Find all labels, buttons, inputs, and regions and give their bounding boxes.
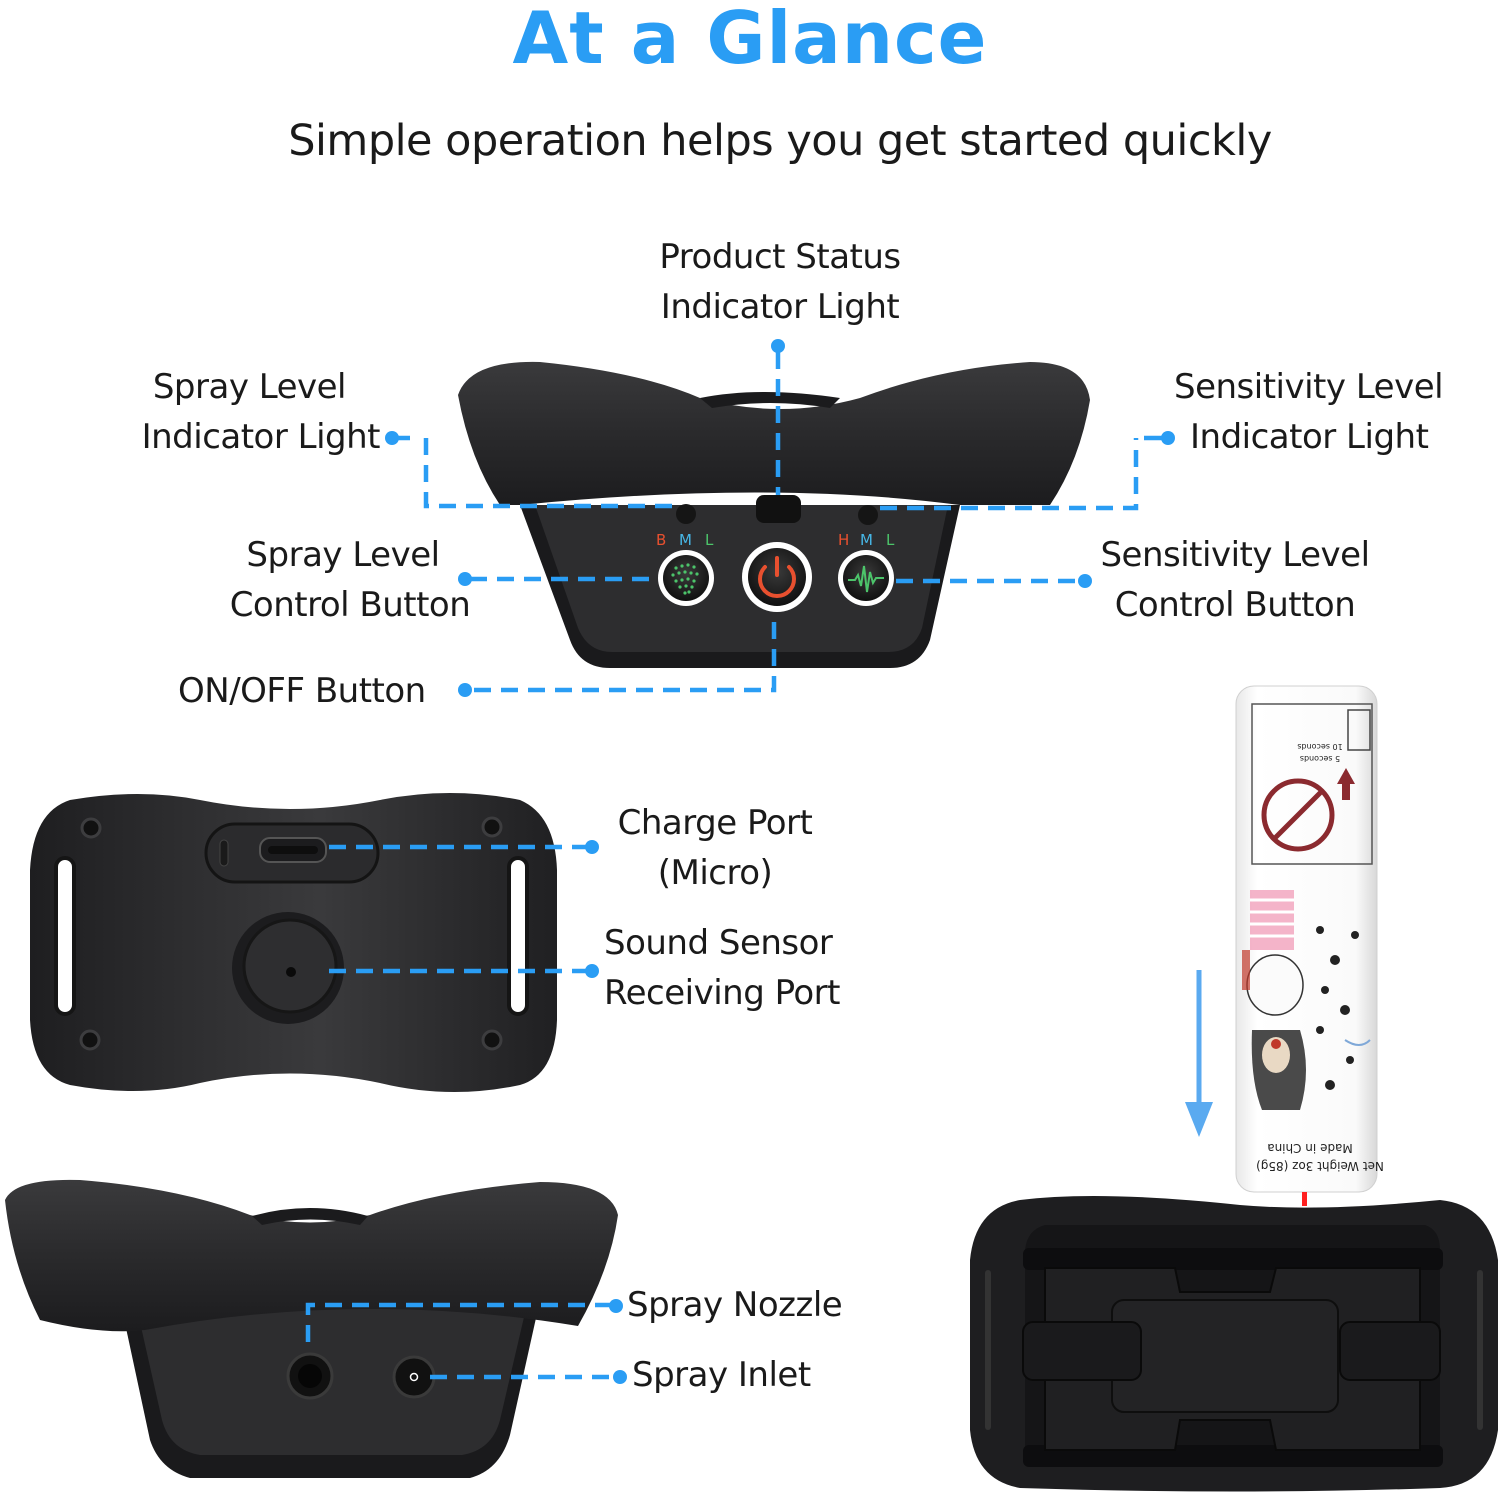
page-title: At a Glance	[512, 0, 988, 80]
callout-dots	[385, 339, 1175, 1384]
device-bottom-view	[970, 1196, 1498, 1492]
spray-level-b: B	[656, 531, 666, 549]
canister-origin-text: Made in China	[1267, 1141, 1353, 1155]
device-front-view: B M L H M L	[458, 361, 1090, 668]
spray-inlet	[392, 1355, 436, 1399]
svg-text:5 seconds: 5 seconds	[1300, 754, 1340, 763]
arrow-up-icon	[1337, 768, 1355, 800]
callout-sensitivity-level-control: Sensitivity Level Control Button	[1100, 535, 1370, 625]
spray-level-l: L	[705, 531, 714, 549]
power-icon	[758, 565, 796, 599]
spray-nozzle	[286, 1352, 334, 1400]
prohibited-icon	[1261, 778, 1335, 852]
callout-spray-inlet: Spray Inlet	[632, 1355, 811, 1395]
waveform-icon	[848, 565, 884, 593]
device-spray-side-view	[5, 1179, 618, 1478]
svg-text:10 seconds: 10 seconds	[1297, 742, 1342, 751]
sens-level-l: L	[886, 531, 895, 549]
arrow-down-icon	[1185, 970, 1213, 1137]
callout-charge-port: Charge Port (Micro)	[617, 803, 813, 893]
callout-sound-sensor: Sound Sensor Receiving Port	[604, 923, 840, 1013]
sens-level-h: H	[838, 531, 849, 549]
sound-sensor-port	[232, 912, 344, 1024]
callout-sensitivity-level-indicator: Sensitivity Level Indicator Light	[1174, 367, 1444, 457]
page-subtitle: Simple operation helps you get started q…	[288, 116, 1272, 166]
callout-lines	[305, 352, 1139, 1380]
spray-level-m: M	[679, 531, 692, 549]
callout-spray-level-control: Spray Level Control Button	[229, 535, 471, 625]
callout-spray-level-indicator: Spray Level Indicator Light	[141, 367, 381, 457]
spray-refill-canister: Net Weight 3oz (85g) Made in China 5 sec…	[1235, 685, 1384, 1206]
device-back-view	[30, 793, 557, 1093]
callout-spray-nozzle: Spray Nozzle	[627, 1285, 843, 1325]
callout-on-off: ON/OFF Button	[178, 671, 426, 711]
spray-level-control-button[interactable]	[658, 550, 714, 606]
sensitivity-level-control-button[interactable]	[838, 550, 894, 606]
canister-weight-text: Net Weight 3oz (85g)	[1256, 1159, 1384, 1173]
callout-product-status: Product Status Indicator Light	[659, 237, 901, 327]
charge-port	[204, 822, 380, 884]
sens-level-m: M	[860, 531, 873, 549]
on-off-button[interactable]	[742, 542, 812, 612]
